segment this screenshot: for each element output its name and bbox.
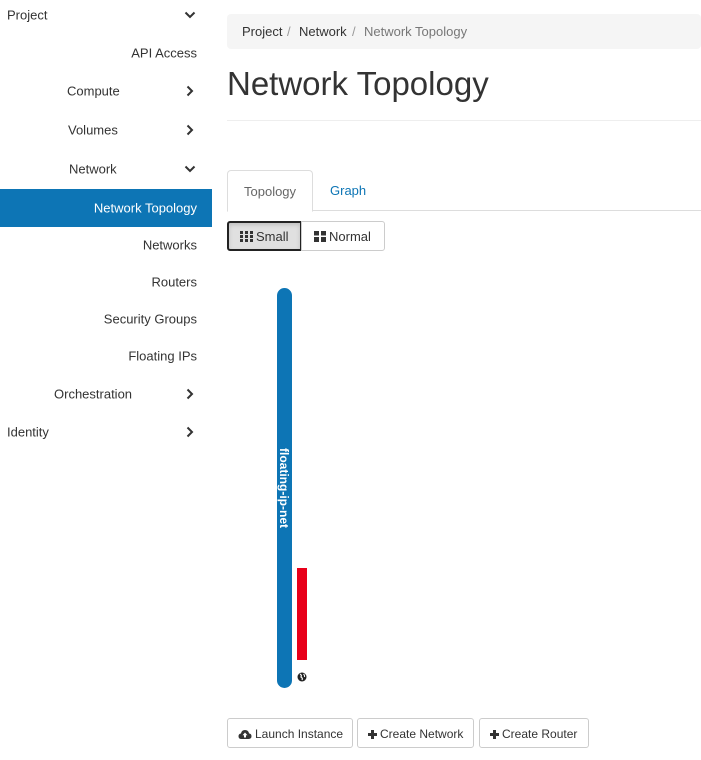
globe-icon <box>297 672 307 682</box>
divider <box>227 120 701 121</box>
sidebar-item-label: Network <box>69 161 117 177</box>
chevron-down-icon <box>184 9 196 21</box>
launch-instance-button[interactable]: Launch Instance <box>227 718 353 748</box>
page-title: Network Topology <box>227 65 489 102</box>
sidebar-item-label: Floating IPs <box>128 348 197 364</box>
th-large-icon <box>314 231 326 242</box>
sidebar-item-identity[interactable]: Identity <box>0 413 212 451</box>
sidebar-item-label: Network Topology <box>93 200 197 216</box>
sidebar-item-volumes[interactable]: Volumes <box>0 111 212 149</box>
sidebar-item-label: Project <box>7 7 48 23</box>
normal-view-label: Normal <box>329 229 371 244</box>
sidebar-item-network-topology[interactable]: Network Topology <box>0 189 212 227</box>
create-router-button[interactable]: Create Router <box>479 718 589 748</box>
cloud-upload-icon <box>238 729 252 739</box>
sidebar-item-routers[interactable]: Routers <box>0 263 212 301</box>
sidebar-item-label: Identity <box>7 424 49 440</box>
sidebar-item-label: Routers <box>151 274 197 290</box>
sidebar-item-security-groups[interactable]: Security Groups <box>0 300 212 338</box>
sidebar-item-network[interactable]: Network <box>0 150 212 188</box>
tabs-divider <box>227 210 701 211</box>
plus-icon <box>490 729 499 739</box>
create-network-button[interactable]: Create Network <box>357 718 474 748</box>
small-view-button[interactable]: Small <box>227 221 302 251</box>
router-port <box>297 568 307 660</box>
sidebar-item-networks[interactable]: Networks <box>0 226 212 264</box>
breadcrumb-separator: / <box>352 24 356 39</box>
sidebar-item-label: Security Groups <box>103 311 197 327</box>
network-label: floating-ip-net <box>277 448 291 528</box>
breadcrumb-network[interactable]: Network <box>299 24 347 39</box>
launch-instance-label: Launch Instance <box>255 727 344 741</box>
tab-label: Topology <box>244 184 297 199</box>
small-view-label: Small <box>256 229 289 244</box>
sidebar-item-api-access[interactable]: API Access <box>0 34 212 72</box>
chevron-right-icon <box>184 388 196 400</box>
sidebar-item-label: Orchestration <box>54 386 133 402</box>
sidebar-item-label: API Access <box>131 45 197 61</box>
breadcrumb-current: Network Topology <box>364 24 468 39</box>
sidebar-item-orchestration[interactable]: Orchestration <box>0 375 212 413</box>
router-node[interactable] <box>297 568 307 682</box>
breadcrumb-project[interactable]: Project <box>242 24 283 39</box>
chevron-right-icon <box>184 85 196 97</box>
normal-view-button[interactable]: Normal <box>301 221 385 251</box>
th-icon <box>240 231 253 242</box>
sidebar-item-label: Compute <box>67 83 120 99</box>
create-network-label: Create Network <box>380 727 464 741</box>
tab-topology[interactable]: Topology <box>227 170 313 212</box>
topology-canvas: floating-ip-net <box>277 288 317 690</box>
tab-label: Graph <box>330 183 367 198</box>
plus-icon <box>368 729 377 739</box>
breadcrumb: Project / Network / Network Topology <box>227 14 701 49</box>
chevron-right-icon <box>184 124 196 136</box>
create-router-label: Create Router <box>502 727 578 741</box>
breadcrumb-separator: / <box>287 24 291 39</box>
sidebar-item-label: Networks <box>142 237 197 253</box>
sidebar-item-floating-ips[interactable]: Floating IPs <box>0 337 212 375</box>
sidebar-item-label: Volumes <box>68 122 118 138</box>
sidebar-item-project[interactable]: Project <box>0 0 212 34</box>
chevron-down-icon <box>184 163 196 175</box>
chevron-right-icon <box>184 426 196 438</box>
network-floating-ip-net[interactable]: floating-ip-net <box>277 288 292 688</box>
sidebar-item-compute[interactable]: Compute <box>0 72 212 110</box>
